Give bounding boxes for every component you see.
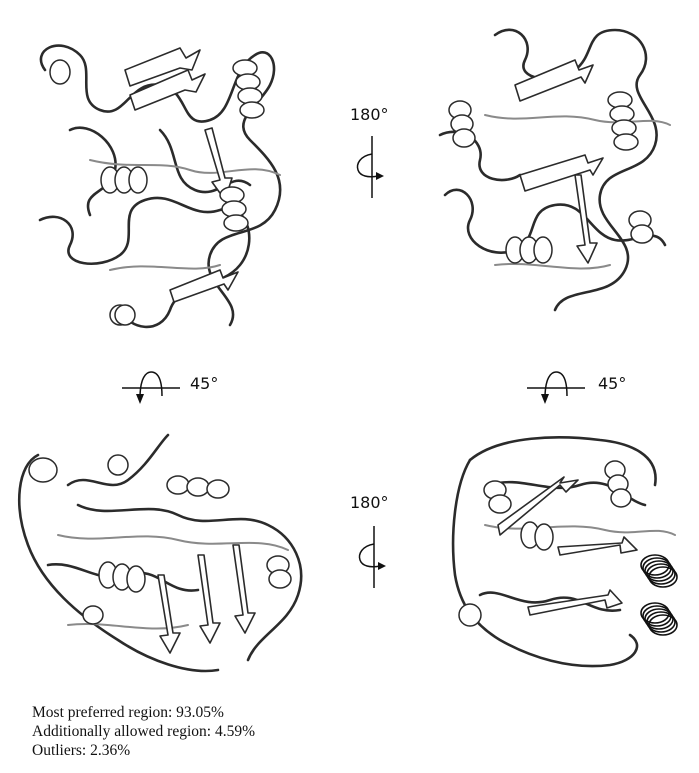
helix-group	[458, 460, 632, 627]
helix-group	[448, 91, 654, 264]
stat-additionally-allowed: Additionally allowed region: 4.59%	[32, 723, 255, 740]
ramachandran-statistics: Most preferred region: 93.05% Additional…	[32, 703, 255, 760]
rotation-angle-label: 180°	[350, 493, 389, 512]
dark-helix-coils	[640, 554, 678, 636]
stat-outliers: Outliers: 2.36%	[32, 742, 131, 759]
rotation-horizontal-axis-icon	[525, 368, 587, 408]
stat-most-preferred: Most preferred region: 93.05%	[32, 704, 224, 721]
helix-group	[49, 59, 265, 326]
rotation-angle-label: 45°	[190, 374, 219, 393]
helix-group	[28, 454, 292, 625]
ribbon-diagram	[438, 28, 671, 312]
protein-structure-top-right	[425, 15, 680, 330]
rotation-angle-label: 180°	[350, 105, 389, 124]
ribbon-diagram	[18, 433, 303, 673]
protein-structure-bottom-right	[440, 425, 690, 685]
rotation-vertical-axis-icon	[352, 134, 392, 200]
ribbon-diagram	[451, 436, 678, 668]
rotation-angle-label: 45°	[598, 374, 627, 393]
rotation-horizontal-axis-icon	[120, 368, 182, 408]
ribbon-diagram	[38, 44, 282, 329]
protein-structure-bottom-left	[8, 425, 318, 685]
rotation-vertical-axis-icon	[354, 524, 394, 590]
protein-structure-top-left	[20, 10, 310, 350]
